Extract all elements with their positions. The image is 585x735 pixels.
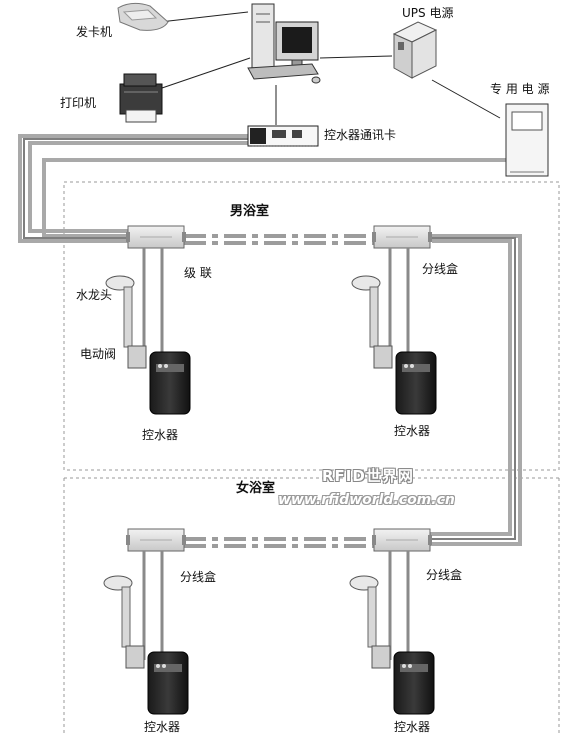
watermark-line1: RFID世界网	[322, 467, 414, 485]
card-issuer-label: 发卡机	[76, 25, 113, 39]
controller-icon	[149, 351, 191, 415]
drop-cables	[142, 248, 410, 660]
dedicated-power-device	[505, 103, 549, 177]
station-mens-right	[351, 275, 437, 415]
junction-box-womens-left	[126, 528, 186, 552]
valve-icon	[125, 645, 145, 669]
cascade-label: 级 联	[184, 266, 212, 280]
card-issuer-device	[117, 2, 169, 31]
printer-label: 打印机	[60, 96, 97, 110]
controller-icon	[393, 651, 435, 715]
dedicated-power-label: 专 用 电 源	[490, 82, 550, 96]
cascade-links	[184, 234, 374, 548]
junction-box-mens-left	[126, 225, 186, 249]
bus-cables	[18, 134, 522, 546]
link-pc-printer	[161, 57, 251, 89]
controller-label-mens-right: 控水器	[394, 424, 431, 438]
junction-box-label-womens-right: 分线盒	[426, 568, 463, 582]
junction-box-label-mens-right: 分线盒	[422, 262, 459, 276]
junction-box-womens-right	[372, 528, 432, 552]
valve-icon	[373, 345, 393, 369]
link-ups-power	[431, 79, 501, 119]
controller-label-womens-left: 控水器	[144, 720, 181, 734]
junction-box-mens-right	[372, 225, 432, 249]
mens-room-title: 男浴室	[230, 204, 270, 219]
solenoid-valve-label: 电动阀	[80, 347, 117, 361]
pc-computer	[247, 3, 321, 84]
comm-card-device	[247, 125, 319, 147]
faucet-label: 水龙头	[76, 288, 113, 302]
link-pc-card-issuer	[159, 11, 249, 23]
watermark-line2: www.rfidworld.com.cn	[278, 492, 455, 508]
valve-icon	[127, 345, 147, 369]
valve-icon	[371, 645, 391, 669]
controller-label-womens-right: 控水器	[394, 720, 431, 734]
ups-device	[392, 21, 438, 79]
womens-room-title: 女浴室	[236, 481, 276, 496]
ups-label: UPS 电源	[402, 6, 454, 20]
controller-label-mens-left: 控水器	[142, 428, 179, 442]
controller-icon	[147, 651, 189, 715]
link-pc-ups	[319, 55, 393, 59]
station-womens-right	[349, 575, 435, 715]
controller-icon	[395, 351, 437, 415]
mens-room-boundary	[63, 181, 560, 471]
cable-edges	[23, 138, 516, 540]
station-mens-left	[105, 275, 191, 415]
printer-device	[119, 73, 163, 123]
comm-card-label: 控水器通讯卡	[324, 128, 397, 142]
station-womens-left	[103, 575, 189, 715]
junction-box-label-womens-left: 分线盒	[180, 570, 217, 584]
